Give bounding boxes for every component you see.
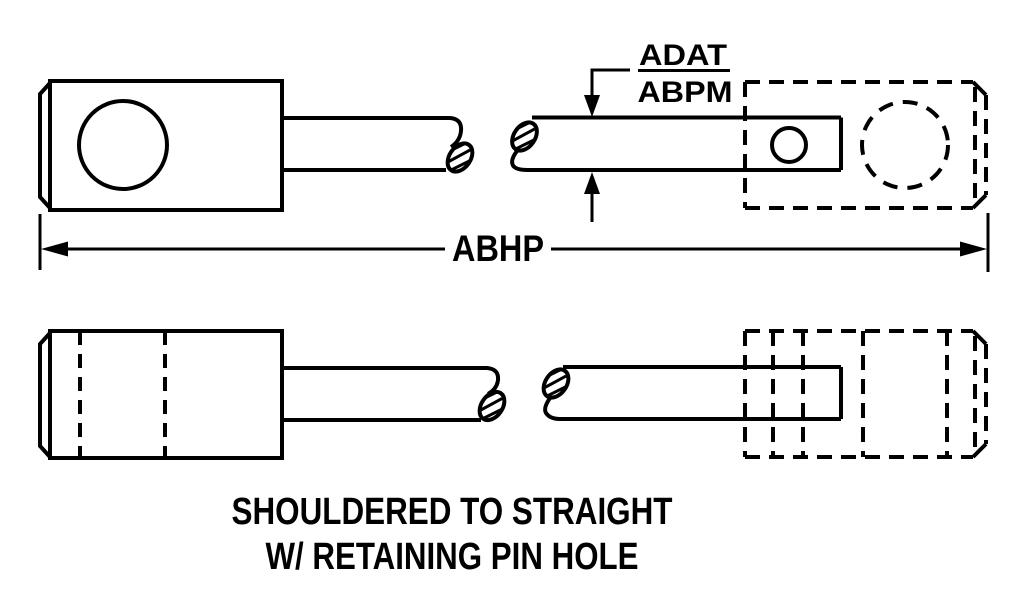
head-chamfer-line xyxy=(38,331,52,459)
drawing-title: SHOULDERED TO STRAIGHT W/ RETAINING PIN … xyxy=(232,491,673,578)
title-line-2: W/ RETAINING PIN HOLE xyxy=(266,536,639,578)
arrow-up-icon xyxy=(584,172,600,194)
bottom-view xyxy=(38,329,988,460)
label-abhp: ABHP xyxy=(452,228,544,269)
hidden-chamfer-top xyxy=(971,80,988,97)
diameter-dimension: ADAT ABPM xyxy=(584,39,733,222)
label-abpm: ABPM xyxy=(638,76,733,109)
head-hole-circle xyxy=(77,99,169,191)
hidden-mating-part-outline xyxy=(743,80,988,210)
shaft-right-segment xyxy=(535,362,843,421)
shaft-right-segment xyxy=(503,115,843,172)
arrow-down-icon xyxy=(584,95,600,117)
shoulder-head-outline xyxy=(48,329,284,460)
retaining-pin-hole-circle xyxy=(770,126,808,164)
hidden-chamfer-bottom xyxy=(971,193,988,210)
title-line-1: SHOULDERED TO STRAIGHT xyxy=(232,491,673,533)
leader-line xyxy=(590,68,630,96)
shaft-left-segment xyxy=(282,116,478,178)
label-adat: ADAT xyxy=(639,39,727,72)
shaft-bottom-edge xyxy=(543,396,841,421)
shaft-top-edge xyxy=(282,366,501,396)
top-view xyxy=(38,79,988,212)
hidden-hole-circle xyxy=(860,100,950,190)
hidden-chamfer-top xyxy=(971,329,988,346)
hidden-mating-part-outline xyxy=(743,329,988,459)
break-symbol xyxy=(503,115,542,156)
arrow-left-icon xyxy=(41,241,68,257)
shaft-bottom-edge xyxy=(510,149,841,172)
arrow-right-icon xyxy=(960,241,987,257)
head-chamfer-line xyxy=(38,81,52,210)
shaft-left-segment xyxy=(282,366,510,426)
hidden-chamfer-bottom xyxy=(971,442,988,459)
shaft-top-edge xyxy=(282,116,464,149)
length-dimension: ABHP xyxy=(38,213,990,272)
